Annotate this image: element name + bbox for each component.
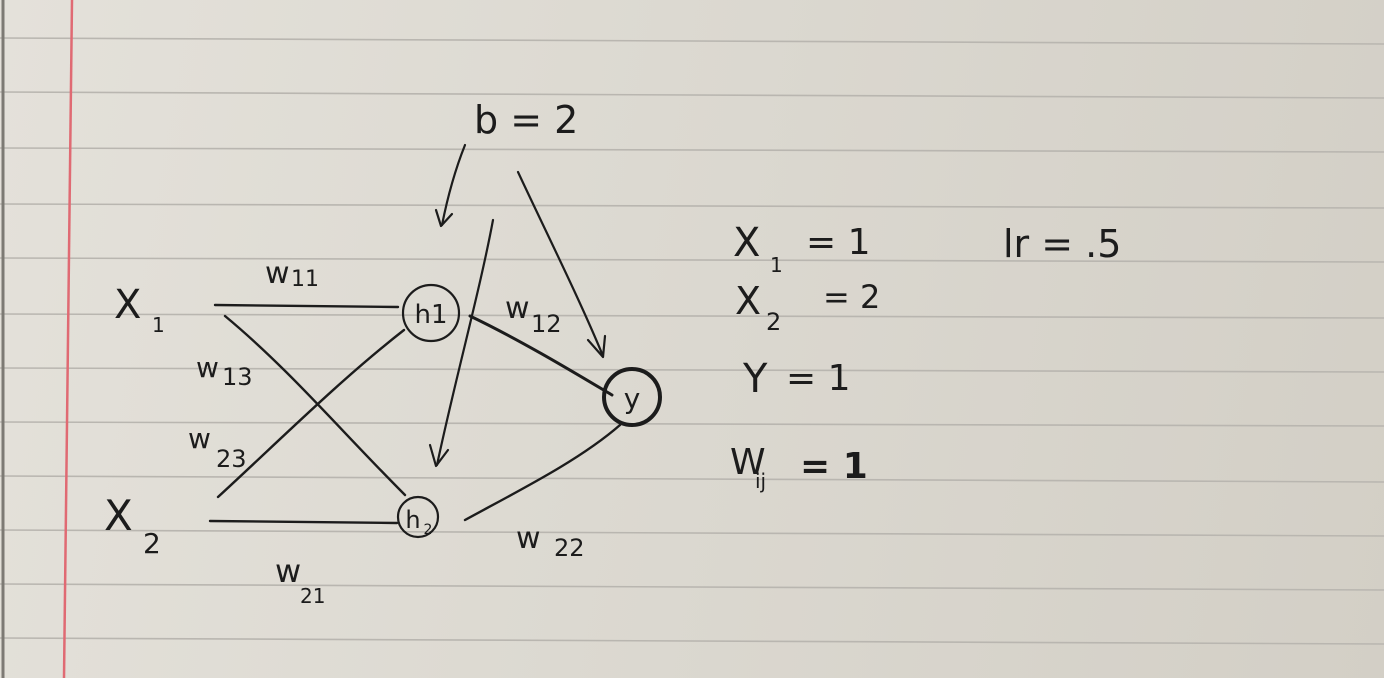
ruled-lines: [0, 37, 1384, 645]
equation-x1-lhs: X: [733, 220, 760, 266]
bias-arrow-h1: [440, 143, 467, 227]
weight-w11-sub: 11: [291, 267, 319, 292]
weight-w13-label: w: [196, 351, 219, 384]
equation-x2-lhs: X: [735, 279, 761, 323]
weight-w13: w 13: [196, 351, 253, 391]
weight-w13-sub: 13: [222, 363, 253, 391]
bias-arrow-y-head: [586, 334, 607, 359]
weight-w11: w 11: [265, 256, 319, 292]
weight-w21-label: w: [275, 552, 301, 590]
weight-w23-label: w: [188, 422, 211, 455]
edge-x1-h2: [223, 314, 407, 497]
equation-y-lhs: Y: [742, 356, 768, 402]
equation-wij-lhs: W: [730, 442, 766, 483]
input-x2: X 2: [104, 491, 161, 560]
weight-w22-label: w: [516, 521, 541, 556]
weight-w21: w 21: [275, 552, 325, 608]
equation-x1-rhs: = 1: [806, 222, 871, 263]
equation-wij-rhs: = 1: [800, 446, 868, 487]
node-y-label: y: [624, 382, 641, 415]
input-x2-label: X: [104, 491, 133, 540]
node-h2: h 2: [396, 495, 440, 539]
connections: [208, 303, 622, 525]
equation-x1: X 1 = 1: [733, 220, 871, 277]
input-x1: X 1: [114, 282, 165, 337]
edge-x1-h1: [213, 303, 400, 309]
edge-h2-y: [463, 423, 622, 522]
bias-arrow-h2-head: [428, 443, 450, 468]
equation-wij: W ij = 1: [730, 442, 868, 493]
weight-w23: w 23: [188, 422, 247, 473]
equation-wij-sub: ij: [755, 469, 766, 493]
node-y: y: [602, 367, 662, 427]
bias-arrow-h1-head: [434, 208, 454, 228]
bias-arrow-h2: [435, 218, 495, 467]
equation-y: Y = 1: [742, 356, 851, 402]
weight-w22: w 22: [516, 521, 585, 562]
equation-y-rhs: = 1: [786, 358, 851, 399]
weight-w12-label: w: [505, 291, 530, 326]
input-x2-sub: 2: [143, 527, 161, 560]
weight-w12: w 12: [505, 291, 562, 338]
margin-line: [62, 0, 74, 678]
edge-x2-h2: [208, 519, 399, 525]
node-h2-sub: 2: [424, 522, 433, 538]
edge-h1-y: [468, 314, 614, 397]
learning-rate: lr = .5: [1003, 222, 1121, 266]
weight-w22-sub: 22: [554, 534, 585, 562]
edge-x2-h1: [216, 328, 406, 499]
bias-arrow-y: [516, 170, 605, 358]
input-x1-sub: 1: [152, 313, 165, 337]
equation-x2: X 2 = 2: [735, 278, 880, 336]
bias-label: b = 2: [474, 98, 578, 142]
equation-x2-rhs: = 2: [823, 278, 880, 316]
equation-x2-sub: 2: [766, 308, 781, 336]
input-x1-label: X: [114, 282, 141, 328]
weight-w11-label: w: [265, 256, 290, 291]
bias-arrows: [428, 143, 607, 468]
equation-x1-sub: 1: [770, 253, 783, 277]
node-h2-label: h: [405, 506, 420, 534]
node-h1: h1: [401, 283, 461, 343]
weight-w23-sub: 23: [216, 445, 247, 473]
weight-w21-sub: 21: [300, 584, 325, 608]
weight-w12-sub: 12: [531, 310, 562, 338]
node-h1-label: h1: [414, 300, 447, 330]
